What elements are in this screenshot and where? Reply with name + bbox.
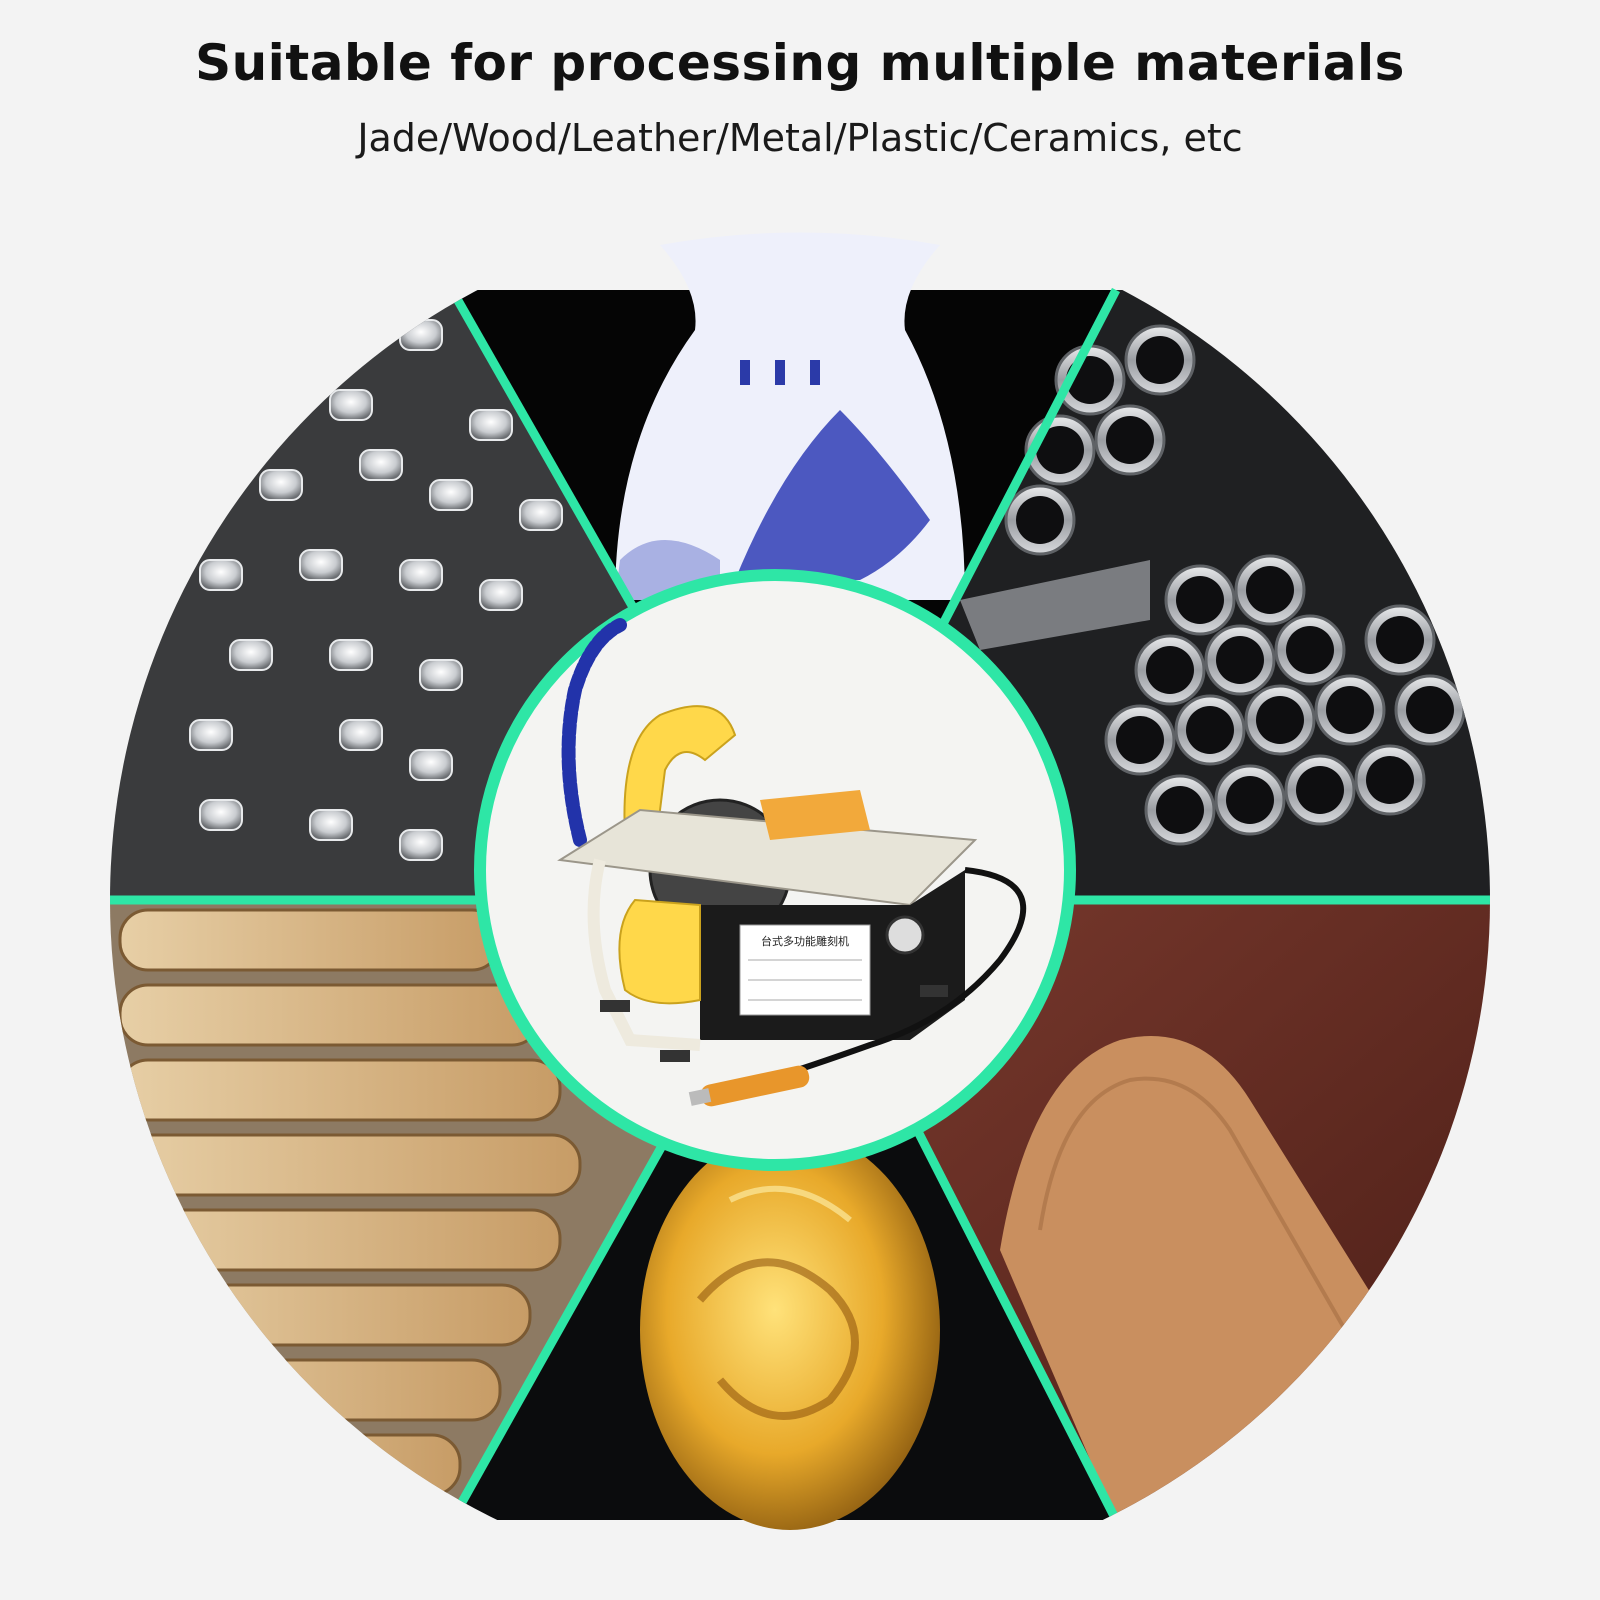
plastic-pellets-icon bbox=[189, 319, 563, 861]
segment-jade bbox=[452, 900, 1116, 1530]
table-saw-machine-icon: 台式多功能雕刻机 bbox=[557, 618, 1027, 1107]
page-title: Suitable for processing multiple materia… bbox=[195, 34, 1405, 92]
product-center: 台式多功能雕刻机 bbox=[474, 569, 1076, 1171]
jade-pendant-icon bbox=[640, 1130, 940, 1530]
machine-panel-label: 台式多功能雕刻机 bbox=[761, 934, 849, 948]
steel-pipes-icon bbox=[960, 324, 1466, 846]
page-subtitle: Jade/Wood/Leather/Metal/Plastic/Ceramics… bbox=[357, 116, 1243, 160]
vase-icon bbox=[615, 232, 965, 600]
